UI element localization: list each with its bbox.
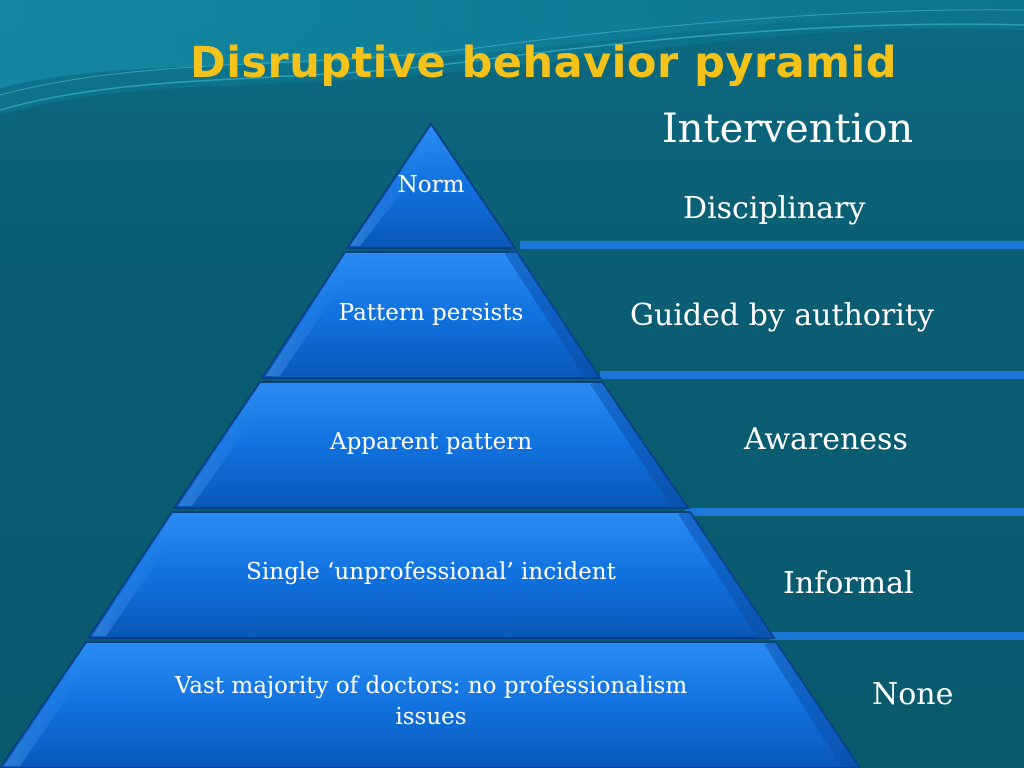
intervention-column-header: Intervention: [662, 106, 914, 152]
pyramid-tier-5-shape: [0, 641, 862, 768]
intervention-label-1: Disciplinary: [683, 191, 866, 226]
pyramid: [0, 122, 862, 768]
intervention-label-4: Informal: [783, 566, 914, 601]
pyramid-tier-1-shape: [345, 122, 517, 249]
divider-1: [520, 241, 1024, 249]
slide-title: Disruptive behavior pyramid: [190, 38, 898, 88]
intervention-dividers: [520, 241, 1024, 640]
divider-2: [600, 371, 1024, 379]
intervention-label-2: Guided by authority: [630, 298, 934, 333]
divider-3: [685, 508, 1024, 516]
pyramid-level-label-3: Apparent pattern: [329, 429, 533, 455]
divider-4: [770, 632, 1024, 640]
pyramid-level-label-1: Norm: [397, 172, 465, 198]
pyramid-level-label-2: Pattern persists: [338, 300, 524, 326]
pyramid-level-label-5: Vast majority of doctors: no professiona…: [174, 673, 688, 730]
pyramid-level-label-4: Single ‘unprofessional’ incident: [246, 559, 616, 585]
intervention-label-3: Awareness: [744, 422, 908, 457]
intervention-label-5: None: [872, 677, 954, 712]
